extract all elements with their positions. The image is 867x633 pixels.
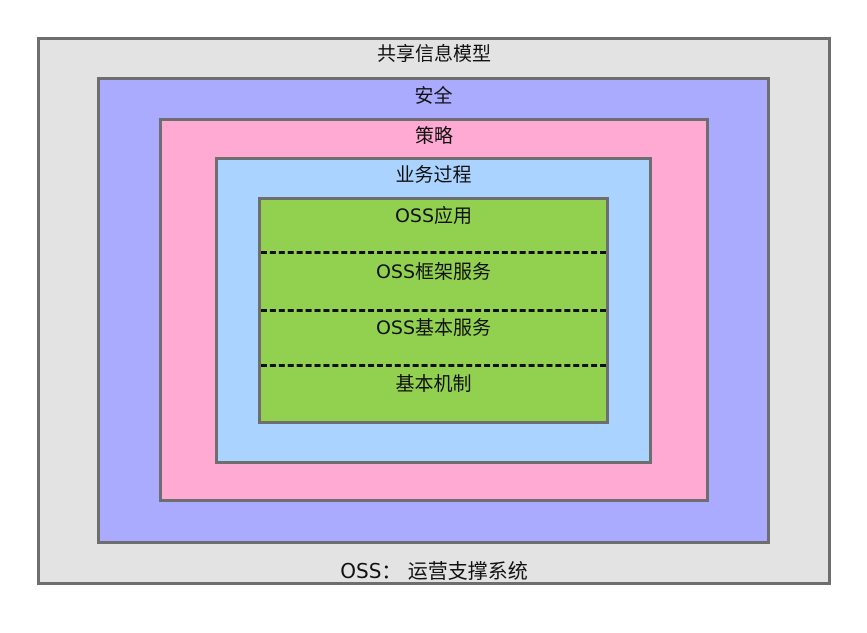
section-oss-application: OSS应用 bbox=[394, 205, 473, 227]
section-divider bbox=[261, 251, 606, 254]
layer-label: 共享信息模型 bbox=[376, 43, 491, 65]
layer-label: 策略 bbox=[414, 125, 453, 147]
section-oss-basic-services: OSS基本服务 bbox=[375, 317, 492, 339]
layer-oss-core: OSS应用 OSS框架服务 OSS基本服务 基本机制 bbox=[258, 197, 609, 424]
section-oss-framework-services: OSS框架服务 bbox=[375, 261, 492, 283]
layer-label: 业务过程 bbox=[395, 164, 472, 186]
footer-label: OSS： 运营支撑系统 bbox=[340, 559, 528, 583]
layer-label: 安全 bbox=[414, 85, 453, 107]
section-divider bbox=[261, 364, 606, 367]
section-divider bbox=[261, 309, 606, 312]
section-basic-mechanisms: 基本机制 bbox=[395, 373, 472, 395]
